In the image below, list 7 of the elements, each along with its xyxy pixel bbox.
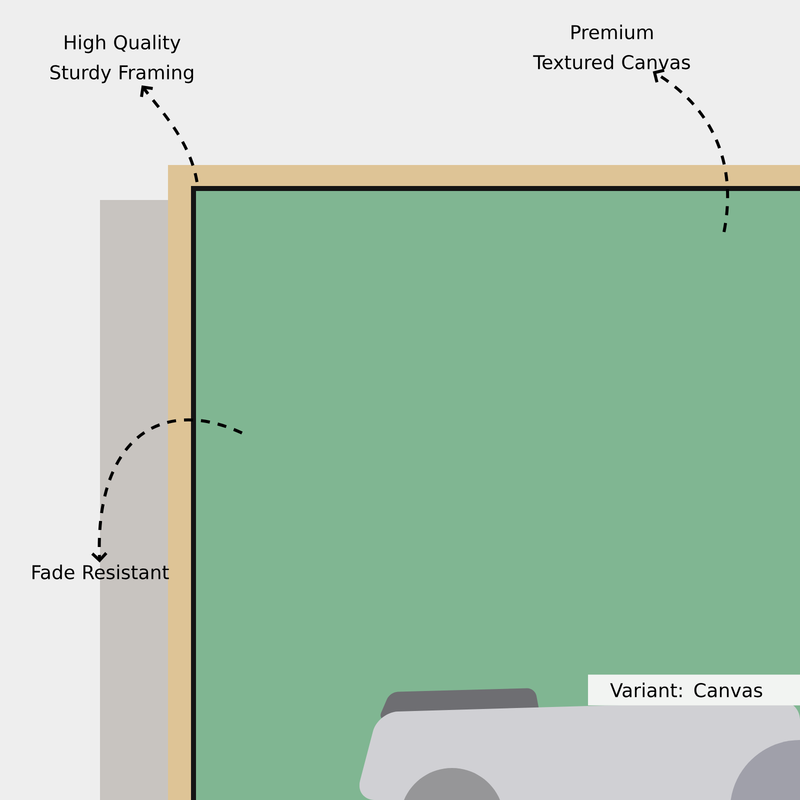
- dashed-arrow: [140, 85, 198, 182]
- callout-text: Premium Textured Canvas: [533, 24, 690, 70]
- callout-text: Fade Resistant: [32, 564, 169, 580]
- dashed-arrow: [91, 418, 243, 562]
- dashed-arrow: [652, 68, 730, 232]
- variant-label: Variant: Canvas: [588, 674, 800, 706]
- callout-text: High Quality Sturdy Framing: [50, 34, 194, 84]
